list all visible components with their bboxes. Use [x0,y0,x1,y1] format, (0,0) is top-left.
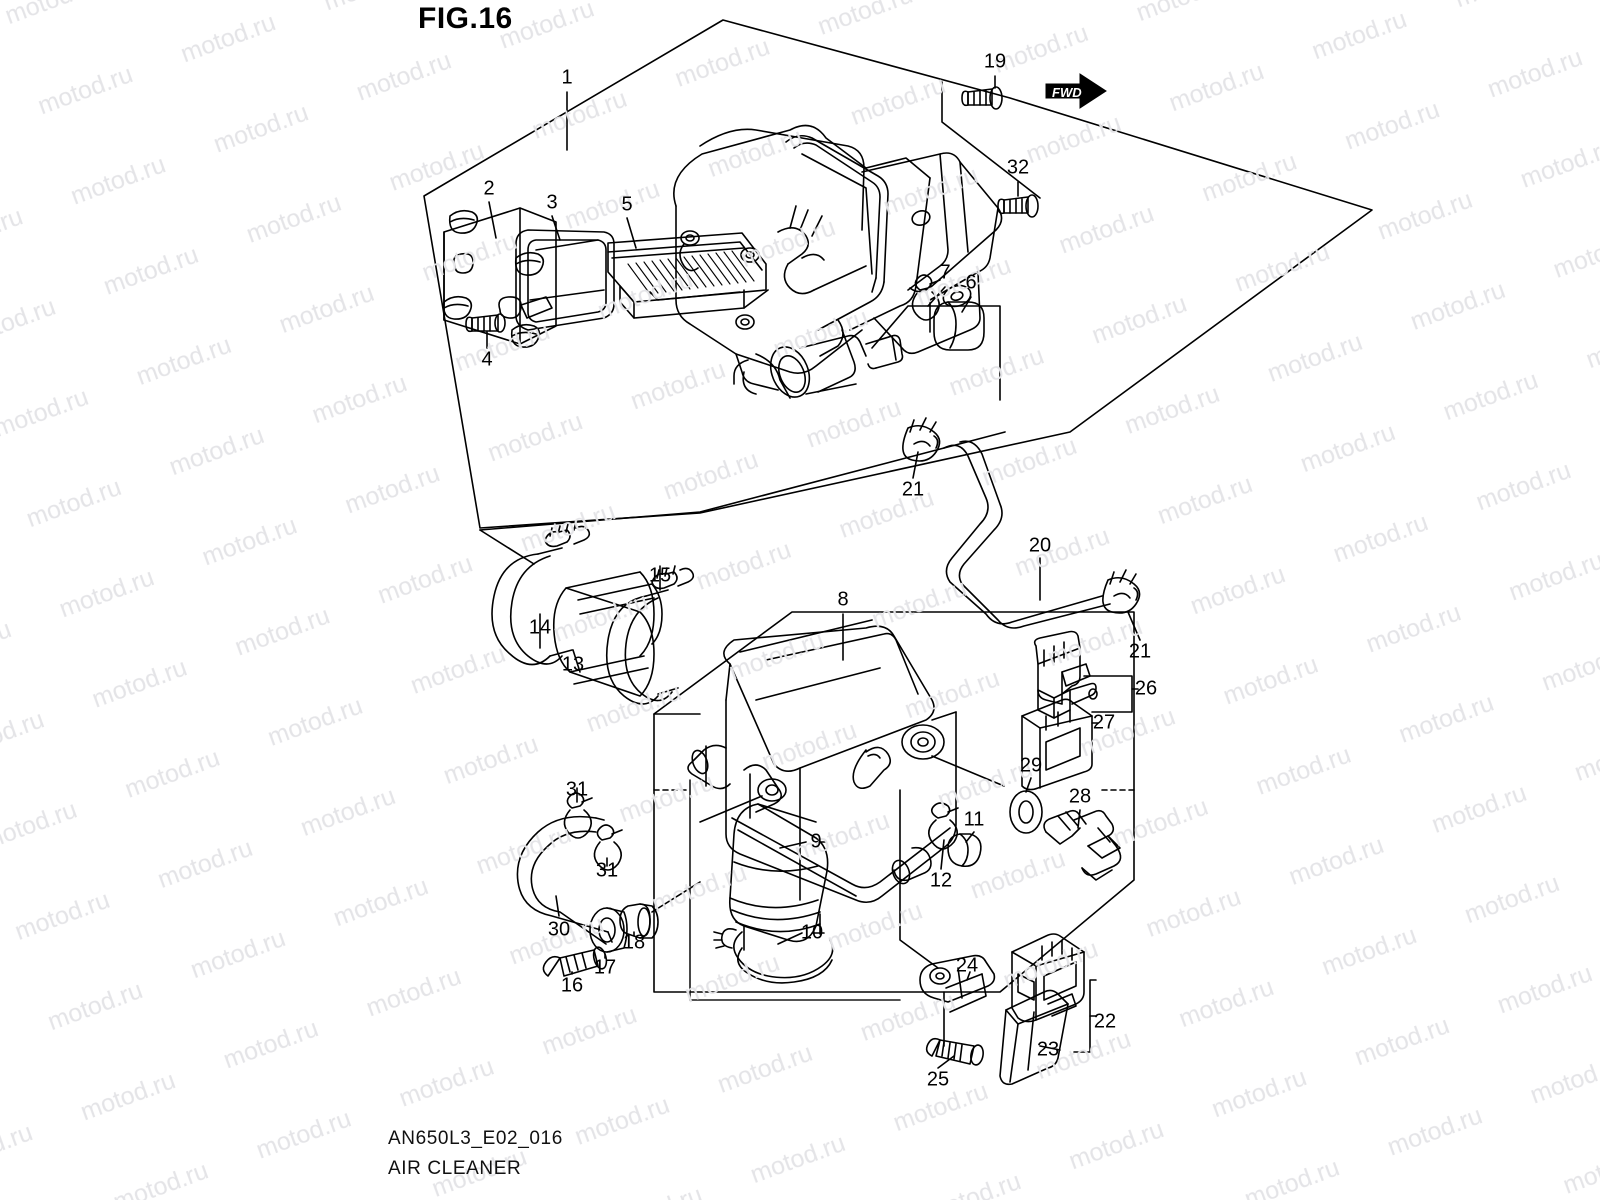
callout-bolt[interactable]: 16 [560,974,584,997]
callout-o-ring[interactable]: 29 [1019,754,1043,777]
callout-screw-side[interactable]: 32 [1006,156,1030,179]
callout-air-cleaner-assembly[interactable]: 1 [561,66,573,89]
callout-connector-cover[interactable]: 23 [1036,1038,1060,1061]
callout-cap[interactable]: 6 [965,271,977,294]
callout-air-filter-element[interactable]: 5 [621,193,633,216]
page-title: FIG.16 [418,2,513,35]
callout-bracket[interactable]: 24 [955,954,979,977]
callout-clamp-duct-lower[interactable]: 15 [648,564,672,587]
callout-connector-assembly[interactable]: 22 [1093,1010,1117,1033]
caption-name: AIR CLEANER [388,1158,522,1179]
callout-cushion[interactable]: 17 [593,956,617,979]
callout-temperature-sensor[interactable]: 28 [1068,785,1092,808]
callout-hose-clip-upper[interactable]: 21 [901,478,925,501]
callout-screw-bracket[interactable]: 25 [926,1068,950,1091]
callout-grommet-cap[interactable]: 11 [963,808,985,831]
callout-spacer[interactable]: 18 [622,931,646,954]
callout-cover-plate[interactable]: 2 [483,177,495,200]
callout-hose-clip-lower[interactable]: 21 [1128,640,1152,663]
callout-resonator-chamber[interactable]: 8 [837,588,849,611]
callout-hose-clamp-lower[interactable]: 10 [800,921,824,944]
callout-clip-small[interactable]: 7 [939,261,951,284]
callout-hose-clip-a[interactable]: 31 [565,778,589,801]
callout-hose-clip-b[interactable]: 31 [595,859,619,882]
callout-screw-cover[interactable]: 4 [481,348,493,371]
callout-clip-resonator[interactable]: 12 [929,869,953,892]
caption-code: AN650L3_E02_016 [388,1128,563,1149]
callout-seal-frame[interactable]: 3 [546,191,558,214]
callout-sensor-assembly[interactable]: 26 [1134,677,1158,700]
callout-air-intake-duct[interactable]: 13 [561,653,585,676]
callout-breather-hose[interactable]: 20 [1028,534,1052,557]
callout-clamp-duct-upper[interactable]: 14 [528,616,552,639]
callout-screw-upper[interactable]: 19 [983,50,1007,73]
callout-sensor-housing[interactable]: 27 [1092,711,1116,734]
callout-connector-tube[interactable]: 9 [810,830,822,853]
callout-drain-hose[interactable]: 30 [547,918,571,941]
